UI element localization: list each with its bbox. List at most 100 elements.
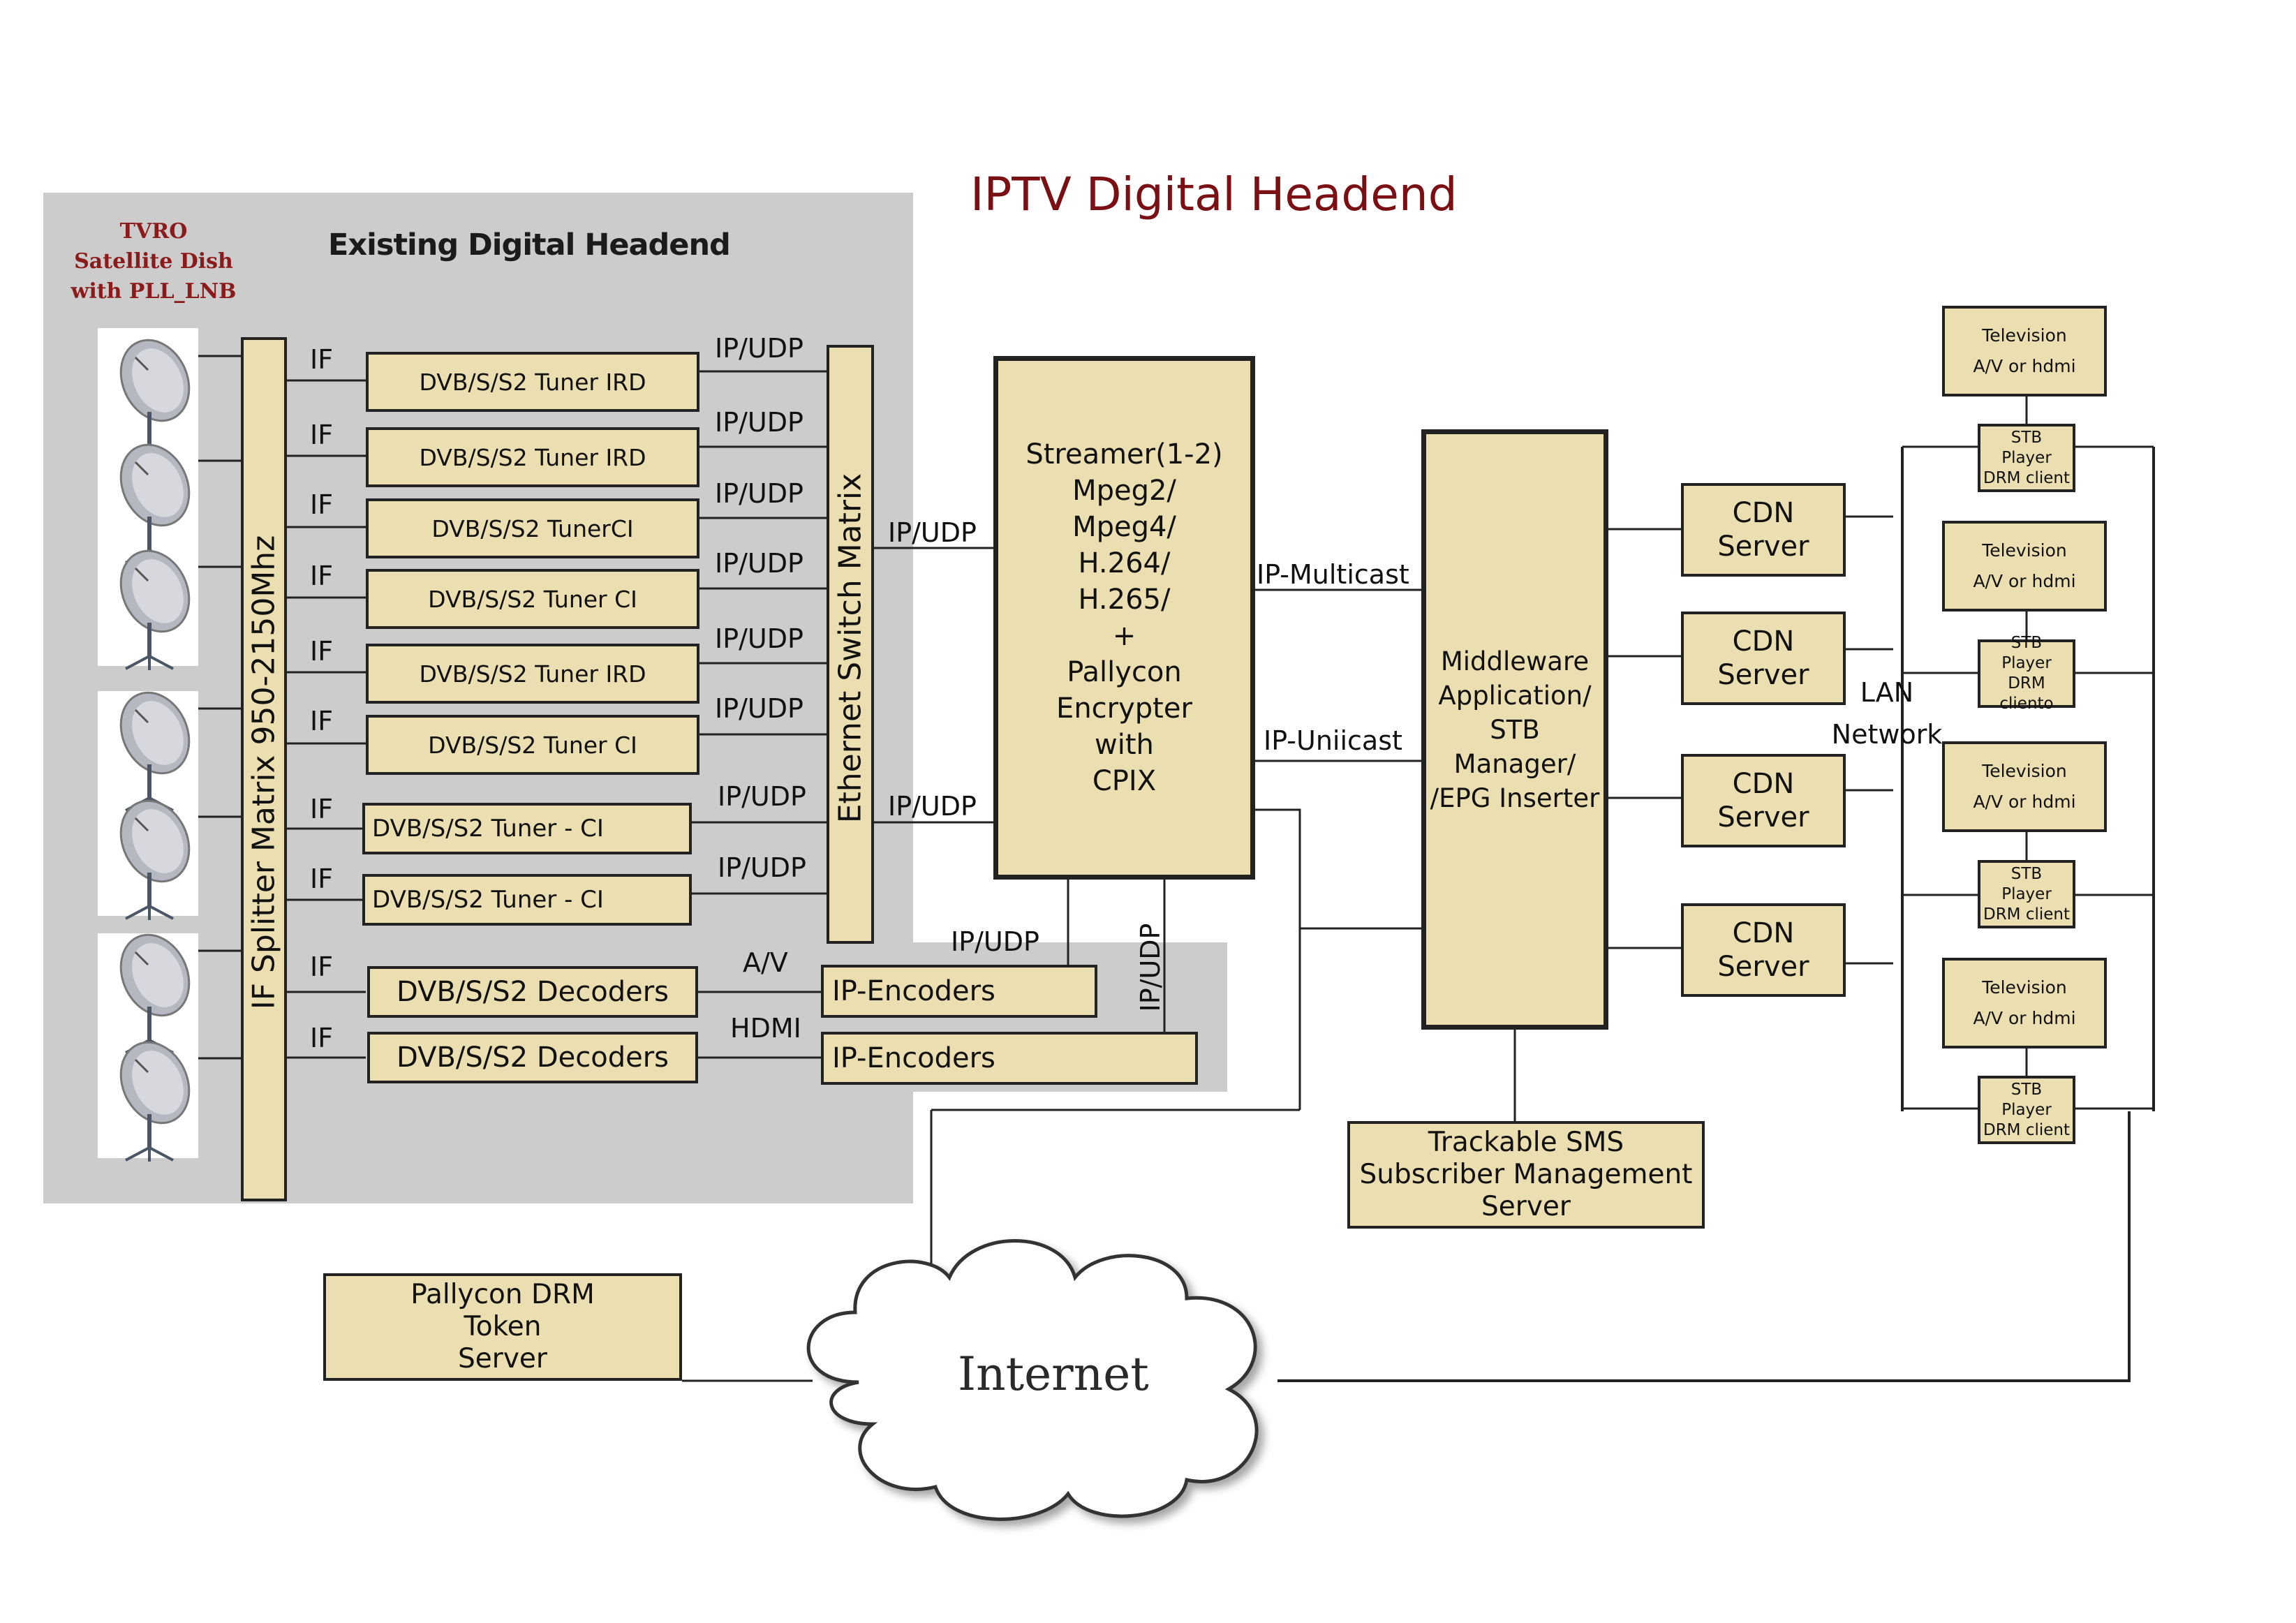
decoder-box: DVB/S/S2 Decoders xyxy=(367,966,698,1018)
cdn-server-label: CDN Server xyxy=(1717,917,1809,983)
television-box: Television A/V or hdmi xyxy=(1942,306,2107,397)
satellite-dish-icon xyxy=(119,691,191,812)
cdn-server: CDN Server xyxy=(1681,483,1846,577)
av-label: A/V xyxy=(743,947,788,978)
ip-udp-label: IP/UDP xyxy=(715,623,803,654)
ip-udp-label: IP/UDP xyxy=(718,852,806,883)
tuner-box: DVB/S/S2 Tuner IRD xyxy=(366,352,699,412)
internet-label: Internet xyxy=(958,1347,1149,1401)
if-splitter-label: IF Splitter Matrix 950-2150Mhz xyxy=(246,535,282,1010)
middleware-label: Middleware Application/ STB Manager/ /EP… xyxy=(1430,646,1600,813)
streamer-label: Streamer(1-2) Mpeg2/ Mpeg4/ H.264/ H.265… xyxy=(1025,438,1223,797)
if-label: IF xyxy=(310,1023,334,1053)
ip-udp-label-vertical: IP/UDP xyxy=(1135,923,1166,1012)
tuner-box: DVB/S/S2 TunerCI xyxy=(366,498,699,558)
tuner-label: DVB/S/S2 TunerCI xyxy=(431,514,634,542)
television-label: Television A/V or hdmi xyxy=(1973,761,2076,812)
ip-unicast-label: IP-Uniicast xyxy=(1264,725,1402,756)
stb-player-box: STB Player DRM client xyxy=(1978,860,2075,928)
tuner-box: DVB/S/S2 Tuner CI xyxy=(366,715,699,775)
cdn-server: CDN Server xyxy=(1681,754,1846,847)
stb-player-label: STB Player DRM client xyxy=(1983,1080,2071,1139)
ethernet-switch-label: Ethernet Switch Matrix xyxy=(832,473,868,824)
satellite-dish-icon xyxy=(119,339,191,459)
television-box: Television A/V or hdmi xyxy=(1942,958,2107,1048)
ip-encoder-box: IP-Encoders xyxy=(821,965,1097,1018)
internet-lan-line xyxy=(1277,1111,2131,1382)
television-label: Television A/V or hdmi xyxy=(1973,325,2076,376)
if-splitter-matrix: IF Splitter Matrix 950-2150Mhz xyxy=(241,337,287,1201)
tuner-label: DVB/S/S2 Tuner - CI xyxy=(372,815,604,843)
ip-udp-label: IP/UDP xyxy=(715,333,803,364)
stb-player-label: STB Player DRM cliento xyxy=(1999,634,2054,713)
sms-server-label: Trackable SMS Subscriber Management Serv… xyxy=(1359,1127,1693,1222)
stb-player-label: STB Player DRM client xyxy=(1983,428,2071,487)
existing-headend-label: Existing Digital Headend xyxy=(328,228,731,262)
if-label: IF xyxy=(310,864,334,894)
tuner-label: DVB/S/S2 Tuner IRD xyxy=(419,660,646,688)
tuner-box: DVB/S/S2 Tuner IRD xyxy=(366,427,699,487)
satellite-dish-icon xyxy=(119,799,191,920)
tuner-label: DVB/S/S2 Tuner - CI xyxy=(372,886,604,914)
if-label: IF xyxy=(310,636,334,667)
ip-multicast-label: IP-Multicast xyxy=(1257,559,1409,590)
television-box: Television A/V or hdmi xyxy=(1942,741,2107,832)
ip-udp-label: IP/UDP xyxy=(888,791,977,822)
cdn-server: CDN Server xyxy=(1681,903,1846,997)
if-label: IF xyxy=(310,561,334,591)
decoder-label: DVB/S/S2 Decoders xyxy=(397,976,669,1008)
tvro-label: TVRO Satellite Dish with PLL_LNB xyxy=(71,219,237,304)
lan-network-label: LAN Network xyxy=(1831,677,1943,750)
tuner-box: DVB/S/S2 Tuner - CI xyxy=(362,874,692,926)
ip-udp-label: IP/UDP xyxy=(718,781,806,812)
ip-udp-label: IP/UDP xyxy=(951,926,1039,957)
if-label: IF xyxy=(310,420,334,450)
television-label: Television A/V or hdmi xyxy=(1973,977,2076,1028)
if-label: IF xyxy=(310,794,334,824)
stb-player-box: STB Player DRM client xyxy=(1978,1076,2075,1144)
sms-server: Trackable SMS Subscriber Management Serv… xyxy=(1347,1121,1705,1229)
satellite-dish-icon xyxy=(119,549,191,670)
internet-feed-line xyxy=(1255,808,1301,1110)
internet-cloud xyxy=(806,1239,1259,1521)
ip-encoder-box: IP-Encoders xyxy=(821,1032,1198,1085)
stb-player-box: STB Player DRM cliento xyxy=(1978,634,2075,713)
tuner-label: DVB/S/S2 Tuner IRD xyxy=(419,368,646,396)
cdn-server-label: CDN Server xyxy=(1717,768,1809,833)
tuner-box: DVB/S/S2 Tuner - CI xyxy=(362,803,692,854)
decoder-label: DVB/S/S2 Decoders xyxy=(397,1042,669,1074)
satellite-dish-icon xyxy=(119,443,191,564)
hdmi-label: HDMI xyxy=(730,1013,801,1044)
if-label: IF xyxy=(310,951,334,982)
television-label: Television A/V or hdmi xyxy=(1973,540,2076,591)
ip-encoder-label: IP-Encoders xyxy=(832,1042,995,1074)
satellite-dish-icon xyxy=(119,1041,191,1162)
tuner-label: DVB/S/S2 Tuner IRD xyxy=(419,443,646,471)
tuner-label: DVB/S/S2 Tuner CI xyxy=(428,585,637,613)
drm-token-server: Pallycon DRM Token Server xyxy=(323,1273,682,1381)
cdn-server: CDN Server xyxy=(1681,612,1846,705)
tuner-box: DVB/S/S2 Tuner CI xyxy=(366,569,699,629)
if-label: IF xyxy=(310,706,334,736)
ethernet-switch-matrix: Ethernet Switch Matrix xyxy=(827,345,874,944)
streamer-encrypter: Streamer(1-2) Mpeg2/ Mpeg4/ H.264/ H.265… xyxy=(993,356,1255,880)
tuner-label: DVB/S/S2 Tuner CI xyxy=(428,731,637,759)
stb-player-box: STB Player DRM client xyxy=(1978,424,2075,492)
stb-player-label: STB Player DRM client xyxy=(1983,864,2071,924)
ip-udp-label: IP/UDP xyxy=(715,478,803,509)
if-label: IF xyxy=(310,344,334,375)
tuner-box: DVB/S/S2 Tuner IRD xyxy=(366,644,699,704)
ip-udp-label: IP/UDP xyxy=(715,548,803,579)
middleware-stb-manager: Middleware Application/ STB Manager/ /EP… xyxy=(1421,429,1608,1030)
diagram-title: IPTV Digital Headend xyxy=(970,168,1458,221)
decoder-box: DVB/S/S2 Decoders xyxy=(367,1032,698,1083)
satellite-dish-icon xyxy=(119,933,191,1054)
cdn-server-label: CDN Server xyxy=(1717,625,1809,691)
drm-token-server-label: Pallycon DRM Token Server xyxy=(410,1279,595,1374)
ip-encoder-label: IP-Encoders xyxy=(832,975,995,1007)
ip-udp-label: IP/UDP xyxy=(888,517,977,548)
ip-udp-label: IP/UDP xyxy=(715,407,803,438)
ip-udp-label: IP/UDP xyxy=(715,693,803,724)
